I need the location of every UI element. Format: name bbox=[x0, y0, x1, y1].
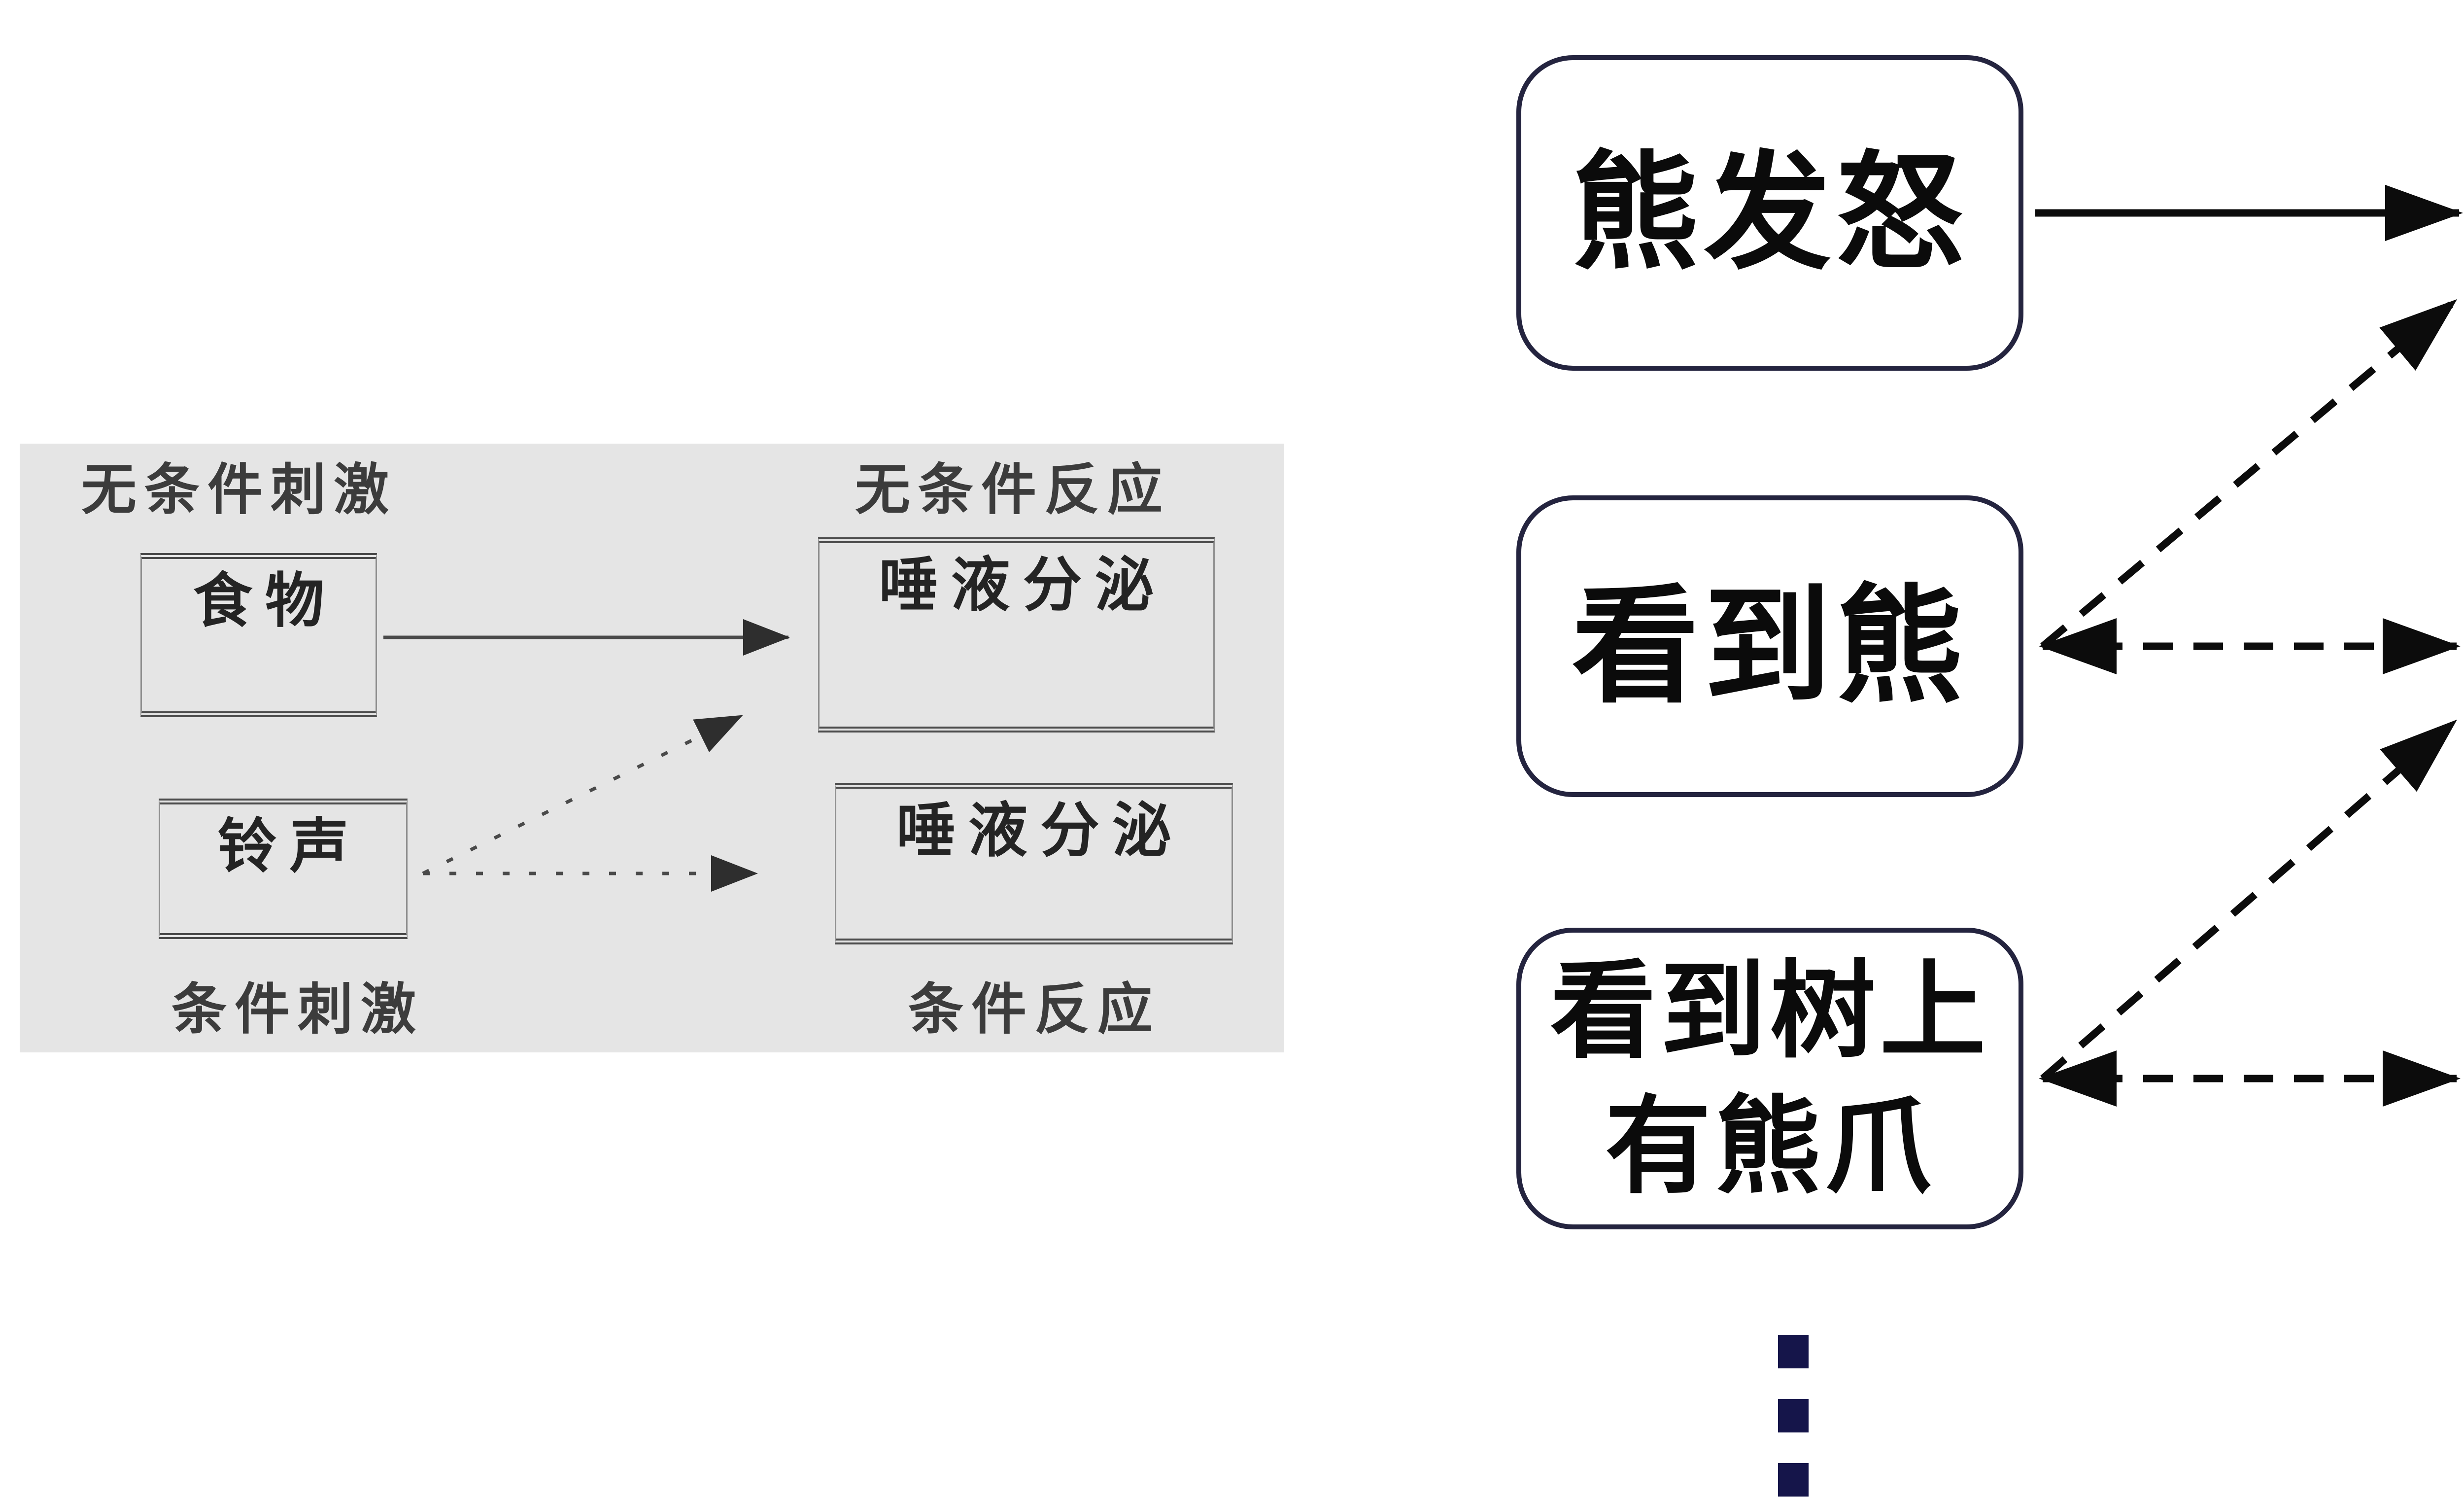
ellipsis-dot bbox=[1778, 1399, 1809, 1432]
food-box-label: 食物 bbox=[193, 568, 337, 634]
bell-box-label: 铃声 bbox=[217, 813, 362, 879]
arrow-see-bear-to-reward bbox=[2040, 299, 2458, 649]
stimulus-box-see-claw: 看到树上 有熊爪 bbox=[1516, 928, 2023, 1229]
salivation-bottom-box: 唾液分泌 bbox=[835, 783, 1233, 944]
stimulus-box-bear-angry-label: 熊发怒 bbox=[1572, 141, 1968, 284]
arrow-see-claw-to-v-s-prime bbox=[2040, 719, 2458, 1081]
food-box: 食物 bbox=[140, 553, 377, 717]
label-unconditioned-stimulus: 无条件刺激 bbox=[81, 459, 397, 521]
stimulus-box-see-claw-label-line2: 有熊爪 bbox=[1605, 1087, 1935, 1206]
stimulus-box-see-bear-label: 看到熊 bbox=[1572, 574, 1968, 717]
stimulus-box-see-bear: 看到熊 bbox=[1516, 495, 2023, 797]
ellipsis-dot bbox=[1778, 1463, 1809, 1497]
stimulus-box-see-claw-label-line1: 看到树上 bbox=[1550, 951, 1990, 1070]
label-conditioned-response: 条件反应 bbox=[908, 978, 1161, 1040]
label-unconditioned-response: 无条件反应 bbox=[855, 459, 1170, 521]
pavlov-panel: 无条件刺激 无条件反应 条件刺激 条件反应 食物 唾液分泌 铃声 唾液分泌 bbox=[20, 444, 1284, 1052]
bell-box: 铃声 bbox=[159, 799, 408, 939]
salivation-top-box: 唾液分泌 bbox=[818, 537, 1215, 732]
salivation-top-box-label: 唾液分泌 bbox=[879, 552, 1167, 618]
salivation-bottom-box-label: 唾液分泌 bbox=[896, 798, 1184, 864]
label-conditioned-stimulus: 条件刺激 bbox=[171, 978, 424, 1040]
ellipsis-dot bbox=[1778, 1335, 1809, 1368]
stimulus-box-bear-angry: 熊发怒 bbox=[1516, 55, 2023, 371]
